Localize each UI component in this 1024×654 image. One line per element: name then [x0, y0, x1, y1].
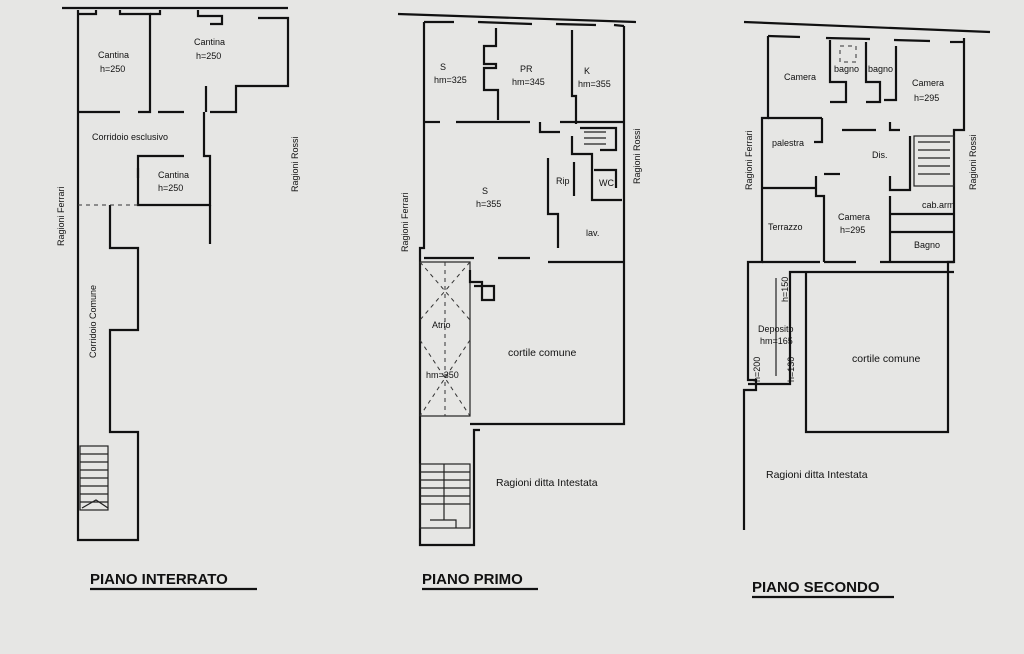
camera-2-label: Camera	[912, 78, 944, 88]
plan-interrato: Cantina h=250 Cantina h=250 Corridoio es…	[56, 6, 300, 591]
camera-3-height: h=295	[840, 225, 865, 235]
corridoio-comune-label: Corridoio Comune	[88, 285, 98, 358]
room-lav-label: lav.	[586, 228, 599, 238]
h200-label: h=200	[752, 357, 762, 382]
cortile-comune-label: cortile comune	[508, 347, 576, 359]
cantina-1-height: h=250	[100, 64, 125, 74]
ragioni-rossi-label: Ragioni Rossi	[632, 128, 642, 184]
room-s-main-label: S	[482, 186, 488, 196]
deposito-label: Deposito	[758, 324, 794, 334]
plan-title-interrato: PIANO INTERRATO	[90, 571, 228, 588]
cab-arm-label: cab.arm	[922, 200, 955, 210]
h150-label: h=150	[780, 277, 790, 302]
bagno-1-label: bagno	[834, 64, 859, 74]
ragioni-ditta-label: Ragioni ditta Intestata	[496, 477, 598, 489]
plan-title-primo: PIANO PRIMO	[422, 571, 523, 588]
ragioni-rossi-label: Ragioni Rossi	[968, 134, 978, 190]
room-k-height: hm=355	[578, 79, 611, 89]
ragioni-ferrari-label: Ragioni Ferrari	[744, 130, 754, 190]
dis-label: Dis.	[872, 150, 888, 160]
cantina-1-label: Cantina	[98, 50, 129, 60]
ragioni-ditta-label: Ragioni ditta Intestata	[766, 469, 868, 481]
deposito-height: hm=165	[760, 336, 793, 346]
ragioni-ferrari-label: Ragioni Ferrari	[56, 186, 66, 246]
room-pr-height: hm=345	[512, 77, 545, 87]
room-s-main-height: h=355	[476, 199, 501, 209]
h130-label: h=130	[786, 357, 796, 382]
ragioni-rossi-label: Ragioni Rossi	[290, 136, 300, 192]
cantina-2-height: h=250	[196, 51, 221, 61]
bagno-2-label: bagno	[868, 64, 893, 74]
corridoio-esclusivo-label: Corridoio esclusivo	[92, 132, 168, 142]
room-s-top-height: hm=325	[434, 75, 467, 85]
atrio-label: Atrio	[432, 320, 451, 330]
camera-2-height: h=295	[914, 93, 939, 103]
room-pr-label: PR	[520, 64, 533, 74]
room-wc-label: WC	[599, 178, 614, 188]
cantina-3-height: h=250	[158, 183, 183, 193]
atrio-height: hm=350	[426, 370, 459, 380]
cantina-2-label: Cantina	[194, 37, 225, 47]
plan-primo: S hm=325 PR hm=345 K hm=355 S h=355 Rip …	[397, 12, 642, 591]
cantina-3-label: Cantina	[158, 170, 189, 180]
camera-3-label: Camera	[838, 212, 870, 222]
camera-1-label: Camera	[784, 72, 816, 82]
bagno-3-label: Bagno	[914, 240, 940, 250]
terrazzo-label: Terrazzo	[768, 222, 803, 232]
plan-title-secondo: PIANO SECONDO	[752, 579, 880, 596]
room-k-label: K	[584, 66, 590, 76]
room-rip-label: Rip	[556, 176, 570, 186]
palestra-label: palestra	[772, 138, 804, 148]
plan-secondo: Camera bagno bagno Camera h=295 palestra…	[742, 20, 991, 599]
ragioni-ferrari-label: Ragioni Ferrari	[400, 192, 410, 252]
room-s-top-label: S	[440, 62, 446, 72]
cortile-comune-label: cortile comune	[852, 353, 920, 365]
